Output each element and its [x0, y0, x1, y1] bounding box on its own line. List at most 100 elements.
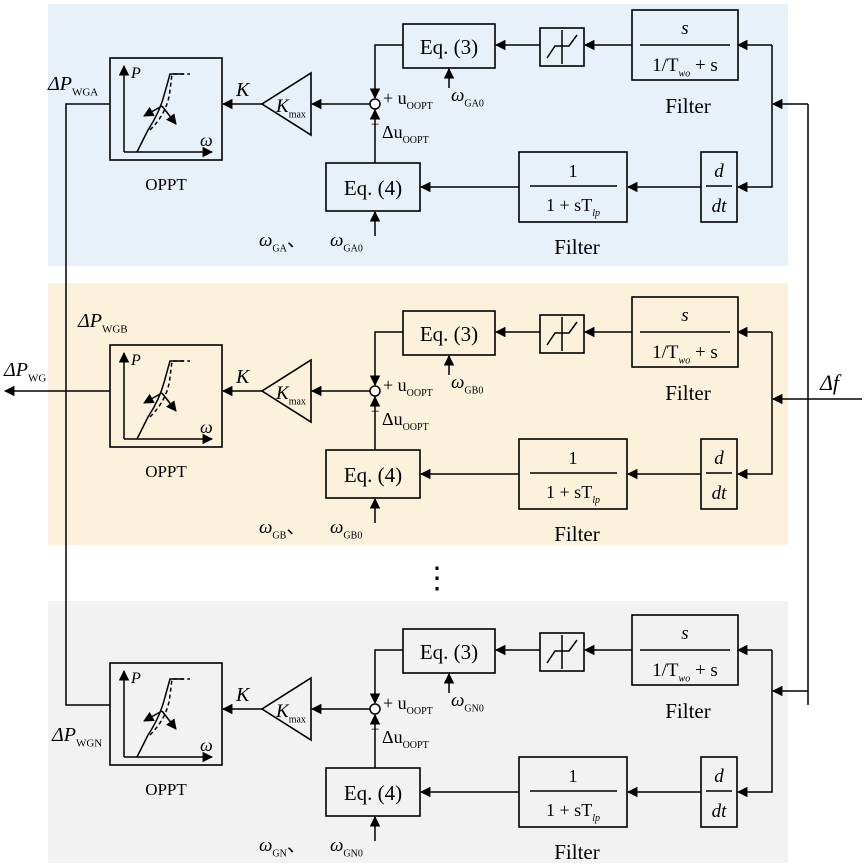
lowpass-denominator: 1 + sTlp	[546, 800, 600, 824]
oppt-label: OPPT	[145, 462, 187, 481]
highpass-denominator: 1/Two + s	[652, 55, 718, 79]
oppt-label: OPPT	[145, 780, 187, 799]
wire-to-derivative	[736, 45, 773, 193]
panel-unit-b	[48, 283, 788, 545]
oppt-axis-p: P	[130, 65, 141, 82]
panel-unit-n	[48, 601, 788, 863]
wire-to-derivative	[736, 650, 773, 798]
kmax-label: Kmax	[275, 96, 306, 120]
oppt-axis-p: P	[130, 352, 141, 369]
oppt-solid-curve	[136, 360, 184, 440]
oppt-arrow-right	[161, 105, 177, 125]
omega-ref-input-label: ωGN0	[330, 835, 363, 859]
delta-p-wga-label: ΔPWGA	[47, 73, 98, 99]
derivative-denominator: dt	[712, 801, 728, 822]
lowpass-denominator: 1 + sTlp	[546, 482, 600, 506]
plus-u-oopt-label: + uOOPT	[383, 88, 433, 112]
oppt-axis-w: ω	[200, 417, 213, 437]
filter-label-top: Filter	[665, 699, 711, 723]
derivative-numerator: d	[714, 161, 724, 182]
delta-u-oopt-label: ΔuOOPT	[382, 122, 429, 146]
oppt-curve-plot: Pω	[118, 64, 214, 158]
omega-ref-input-label: ωGB0	[330, 517, 362, 541]
oppt-arrow-left	[143, 392, 163, 404]
derivative-denominator: dt	[712, 483, 728, 504]
lowpass-denominator: 1 + sTlp	[546, 195, 600, 219]
summing-junction	[369, 385, 381, 397]
kmax-label: Kmax	[275, 701, 306, 725]
delta-u-oopt-label: ΔuOOPT	[382, 409, 429, 433]
summing-junction	[369, 98, 381, 110]
highpass-numerator: s	[681, 18, 688, 39]
output-collector-bus	[65, 103, 110, 706]
kmax-label: Kmax	[275, 383, 306, 407]
global-signals: ΔPWGA ΔPWGB ΔPWGN ΔPWG Δf ⋮	[3, 73, 862, 750]
gain-k-label: K	[235, 684, 251, 706]
oppt-solid-curve	[136, 73, 184, 153]
oppt-axis-p: P	[130, 670, 141, 687]
eq4-label: Eq. (4)	[344, 463, 402, 487]
deadband-curve	[546, 321, 578, 346]
eq3-label: Eq. (3)	[420, 640, 478, 664]
gain-k-label: K	[235, 366, 251, 388]
eq4-label: Eq. (4)	[344, 176, 402, 200]
omega-input-label: ωGA、	[259, 230, 306, 254]
delta-p-wgn-label: ΔPWGN	[51, 724, 102, 750]
delta-p-wgb-label: ΔPWGB	[77, 310, 128, 336]
wire-eq3-to-sum	[369, 44, 403, 100]
lowpass-numerator: 1	[569, 161, 578, 181]
highpass-denominator: 1/Two + s	[652, 342, 718, 366]
filter-label-bottom: Filter	[554, 840, 600, 864]
plus-u-oopt-label: + uOOPT	[383, 375, 433, 399]
highpass-denominator: 1/Two + s	[652, 660, 718, 684]
omega-ref-label: ωGB0	[451, 372, 483, 396]
derivative-numerator: d	[714, 448, 724, 469]
gain-k-label: K	[235, 79, 251, 101]
lowpass-numerator: 1	[569, 448, 578, 468]
wire-eq3-to-sum	[369, 331, 403, 387]
highpass-numerator: s	[681, 623, 688, 644]
oppt-solid-curve	[136, 678, 184, 758]
filter-label-bottom: Filter	[554, 235, 600, 259]
eq3-label: Eq. (3)	[420, 322, 478, 346]
delta-u-oopt-label: ΔuOOPT	[382, 727, 429, 751]
omega-input-label: ωGB、	[259, 517, 305, 541]
filter-label-top: Filter	[665, 381, 711, 405]
eq4-label: Eq. (4)	[344, 781, 402, 805]
plus-u-oopt-label: + uOOPT	[383, 693, 433, 717]
derivative-denominator: dt	[712, 196, 728, 217]
oppt-dashed-curve	[149, 678, 190, 736]
oppt-dashed-curve	[149, 360, 190, 418]
omega-ref-label: ωGA0	[451, 85, 484, 109]
summing-junction	[369, 703, 381, 715]
ellipsis-dots: ⋮	[422, 562, 452, 595]
omega-ref-input-label: ωGA0	[330, 230, 363, 254]
oppt-curve-plot: Pω	[118, 351, 214, 445]
deadband-curve	[546, 34, 578, 59]
omega-ref-label: ωGN0	[451, 690, 484, 714]
filter-label-bottom: Filter	[554, 522, 600, 546]
omega-input-label: ωGN、	[259, 835, 306, 859]
eq3-label: Eq. (3)	[420, 35, 478, 59]
oppt-axis-w: ω	[200, 130, 213, 150]
delta-f-input-label: Δf	[819, 370, 842, 395]
wire-to-derivative	[736, 332, 773, 480]
oppt-curve-plot: Pω	[118, 669, 214, 763]
oppt-dashed-curve	[149, 73, 190, 131]
oppt-arrow-right	[161, 392, 177, 412]
oppt-arrow-right	[161, 710, 177, 730]
highpass-numerator: s	[681, 305, 688, 326]
wire-eq3-to-sum	[369, 649, 403, 705]
oppt-arrow-left	[143, 105, 163, 117]
oppt-label: OPPT	[145, 175, 187, 194]
oppt-arrow-left	[143, 710, 163, 722]
panels	[48, 4, 788, 863]
derivative-numerator: d	[714, 766, 724, 787]
oppt-axis-w: ω	[200, 735, 213, 755]
delta-p-wg-output-label: ΔPWG	[3, 359, 46, 385]
